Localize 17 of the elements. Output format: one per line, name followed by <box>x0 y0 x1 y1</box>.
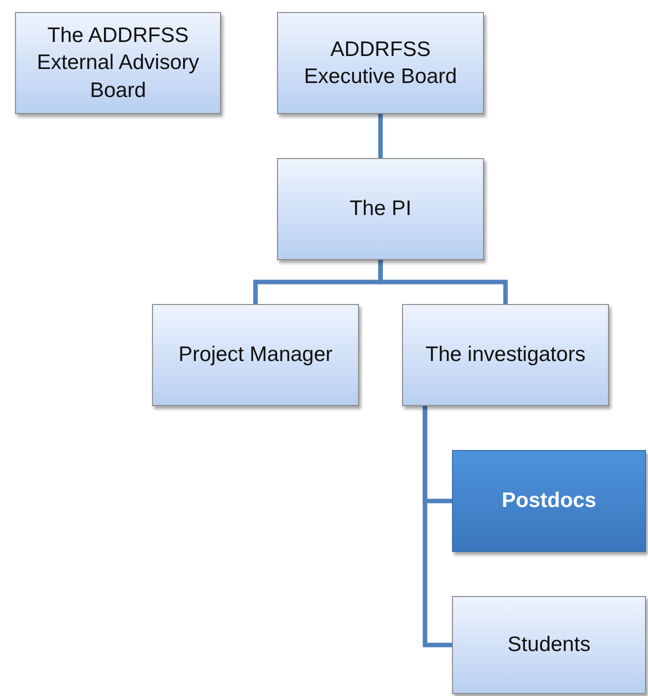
box-label: ADDRFSS Executive Board <box>303 36 458 90</box>
box-label: Postdocs <box>502 488 596 514</box>
connector-line <box>378 260 508 304</box>
org-box <box>277 12 484 114</box>
box-label: Students <box>508 632 590 658</box>
org-box <box>452 450 646 552</box>
org-box <box>277 158 484 260</box>
connector-line <box>378 114 383 158</box>
box-label: The ADDRFSS External Advisory Board <box>36 23 200 104</box>
org-box <box>152 304 359 406</box>
box-label: Project Manager <box>178 342 333 368</box>
org-box <box>15 12 221 114</box>
box-label: The PI <box>350 196 412 222</box>
connector-line <box>422 406 452 648</box>
org-box <box>452 596 646 694</box>
box-label: The investigators <box>426 342 586 368</box>
org-box <box>402 304 609 406</box>
